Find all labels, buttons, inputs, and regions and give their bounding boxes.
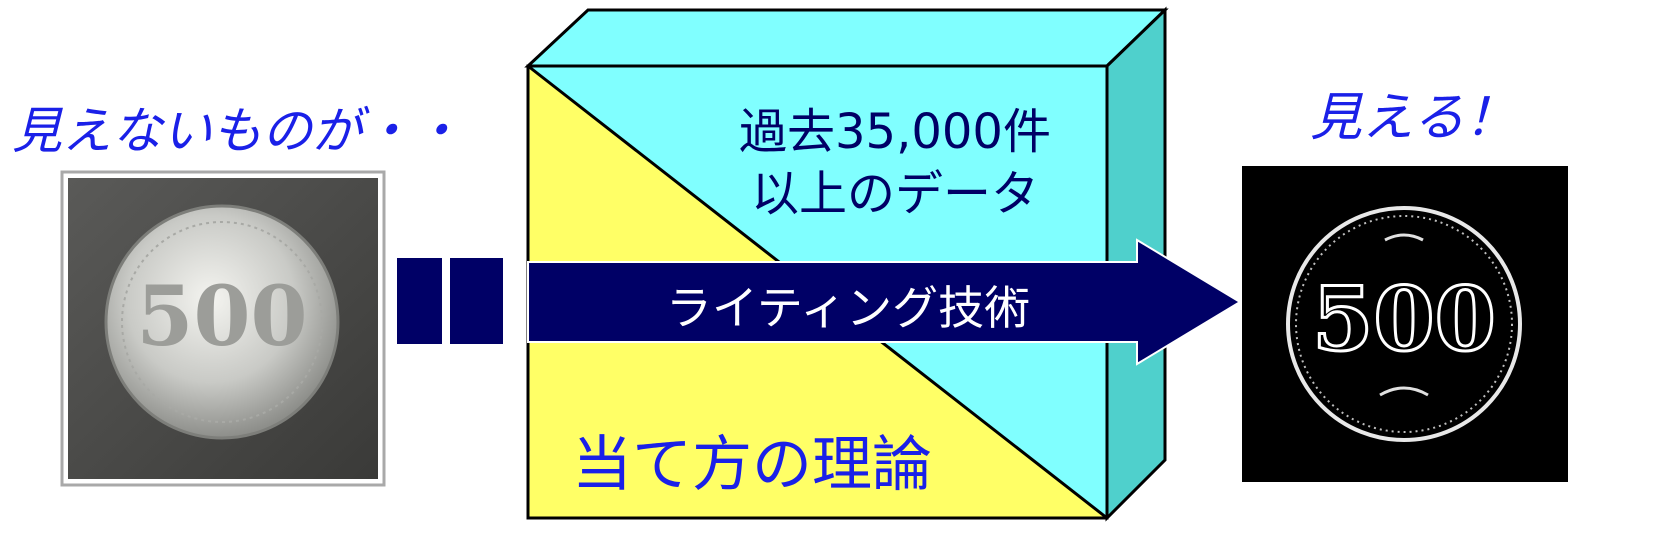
right-caption: 見える！	[1310, 88, 1516, 148]
left-coin-numeral: 500	[136, 269, 307, 365]
arrow-text: ライティング技術	[666, 281, 1030, 335]
left-coin-photo: 500	[60, 170, 386, 487]
connector-bar-1	[397, 258, 442, 344]
lighting-arrow	[527, 238, 1242, 366]
right-coin-numeral: 500	[1312, 267, 1496, 371]
right-coin-photo: 500	[1242, 166, 1568, 482]
box-bottom-text: 当て方の理論	[572, 430, 932, 500]
box-top-face	[524, 8, 1169, 68]
connector-bar-2	[450, 258, 503, 344]
right-coin	[1286, 206, 1522, 442]
box-top-text-line1: 過去35,000件	[739, 104, 1051, 160]
left-coin	[104, 204, 340, 440]
box-top-text-line2: 以上のデータ	[751, 166, 1039, 222]
left-caption: 見えないものが・・	[12, 102, 462, 160]
